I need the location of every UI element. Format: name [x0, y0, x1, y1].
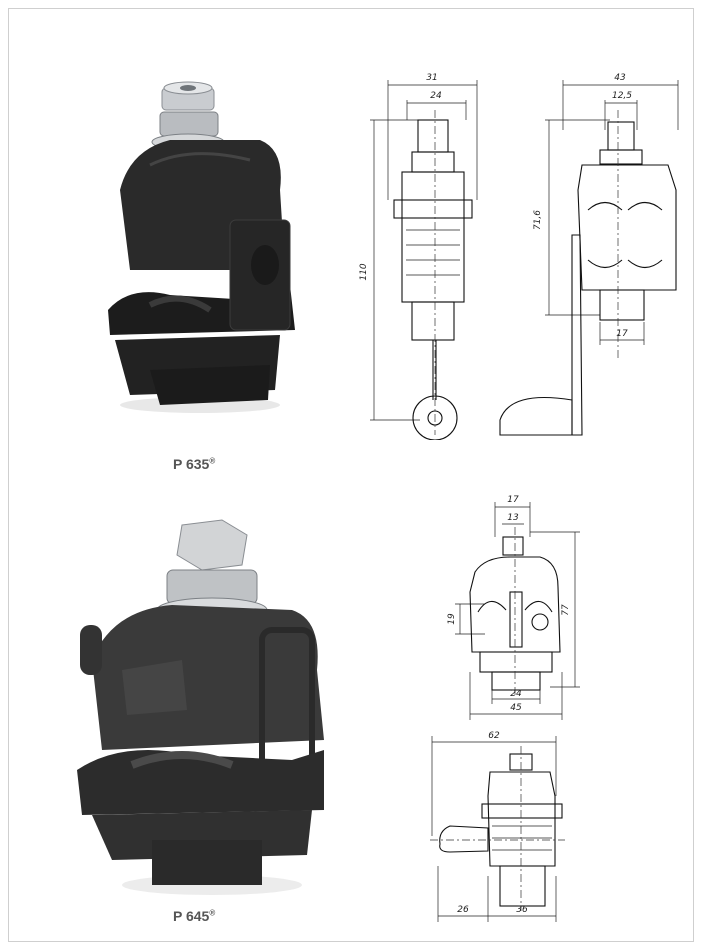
- product-photo-p635: [108, 81, 295, 413]
- dim-front-width-inner: 24: [430, 91, 442, 101]
- dim-width-62: 62: [488, 731, 500, 741]
- technical-drawing-p645-side: 62 26 36: [430, 731, 565, 922]
- dim-top-outer: 17: [507, 495, 519, 505]
- dim-side-nut: 12,5: [612, 91, 632, 101]
- product-label-p635: P 635®: [173, 456, 216, 472]
- product-label-p645: P 645®: [173, 908, 216, 924]
- dim-front-width-outer: 31: [426, 73, 437, 83]
- dim-side-width: 43: [614, 73, 626, 83]
- dim-side-base: 17: [616, 329, 628, 339]
- technical-drawing-p635: 31 24 110 43 12,5 71,6 17: [359, 73, 679, 440]
- dim-side-height: 71,6: [533, 210, 543, 230]
- dim-cable-19: 19: [447, 613, 457, 625]
- dim-top-inner: 13: [507, 513, 519, 523]
- product-photo-p645: [77, 519, 324, 895]
- dim-base-outer: 45: [510, 703, 522, 713]
- dim-left-26: 26: [457, 905, 469, 915]
- dim-height-77: 77: [561, 604, 571, 616]
- dim-front-height: 110: [359, 263, 369, 280]
- technical-drawing-p645-front: 17 13 77 19 24 45: [447, 495, 580, 720]
- dim-right-36: 36: [516, 905, 528, 915]
- dim-base-inner: 24: [510, 689, 522, 699]
